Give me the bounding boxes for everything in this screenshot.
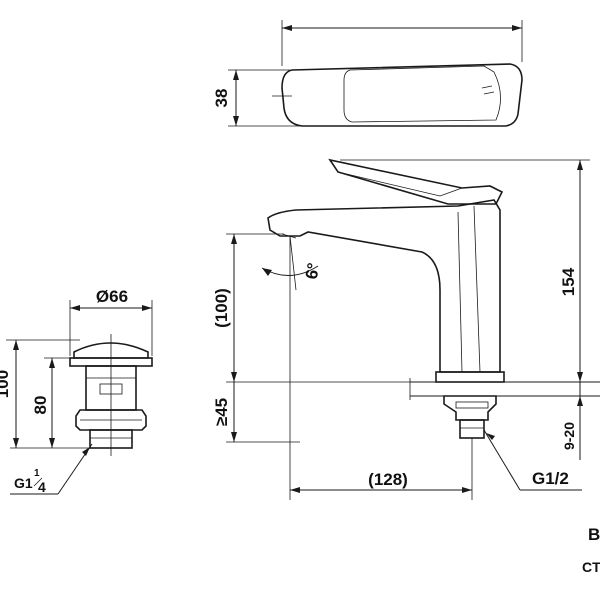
faucet-base <box>435 371 505 383</box>
arrowhead <box>577 372 583 382</box>
faucet-spout <box>267 199 501 373</box>
leader-g12 <box>483 429 521 491</box>
product-code-line1: B <box>588 525 600 544</box>
arrowhead <box>231 234 237 244</box>
angle-line <box>289 235 297 291</box>
arrowhead <box>231 372 237 382</box>
arrowhead <box>462 487 472 493</box>
arrowhead <box>577 160 583 170</box>
aerator <box>281 233 297 239</box>
drain-view: Ø66 80 100 G1 1 4 <box>0 287 153 495</box>
arrowhead <box>282 25 292 31</box>
arrowhead <box>13 438 19 448</box>
arrowhead <box>70 305 80 311</box>
faucet-lever-detail <box>337 171 463 197</box>
dimension-g1-numerator: 1 <box>34 468 40 479</box>
arrowhead <box>233 70 239 80</box>
drain-cap <box>73 342 149 359</box>
dimension-dia-66: Ø66 <box>96 287 128 306</box>
arrowhead <box>49 358 55 368</box>
arrowhead <box>13 340 19 350</box>
top-view-inner <box>343 65 501 123</box>
fraction-bar <box>33 477 43 487</box>
dimension-128: (128) <box>368 470 408 489</box>
top-view: 38 <box>212 20 523 127</box>
dimension-g12: G1/2 <box>532 469 569 488</box>
dimension-100: (100) <box>212 288 231 328</box>
top-view-logo-mark <box>481 85 495 95</box>
dimension-min-45: ≥45 <box>212 398 231 426</box>
dimension-38: 38 <box>212 89 231 108</box>
arrowhead <box>49 438 55 448</box>
product-code-line2: CT <box>582 559 600 575</box>
arrowhead <box>142 305 152 311</box>
side-view: 154 9-20 (100) ≥45 6° (128) G1/2 <box>212 158 600 500</box>
faucet-body-line <box>457 205 481 373</box>
dimension-100-drain: 100 <box>0 370 12 398</box>
mounting-nut <box>443 395 497 421</box>
arrowhead <box>233 116 239 126</box>
arrowhead <box>82 447 90 456</box>
arrowhead <box>577 396 583 406</box>
arrowhead <box>512 25 522 31</box>
threaded-shank <box>459 419 485 439</box>
arrowhead <box>231 432 237 442</box>
dimension-154: 154 <box>559 267 578 296</box>
dimension-angle-6: 6° <box>302 261 324 281</box>
arrowhead <box>262 268 272 276</box>
dimension-9-20: 9-20 <box>561 422 577 450</box>
drain-nut <box>75 409 147 431</box>
dimension-g1-prefix: G1 <box>14 475 33 491</box>
top-view-body <box>281 63 523 127</box>
mounting-nut-lines <box>455 401 489 409</box>
arrowhead <box>486 433 495 440</box>
dimension-g1-denominator: 4 <box>38 479 46 495</box>
faucet-lever <box>328 158 504 205</box>
dimension-80: 80 <box>31 396 50 415</box>
arrowhead <box>290 487 300 493</box>
